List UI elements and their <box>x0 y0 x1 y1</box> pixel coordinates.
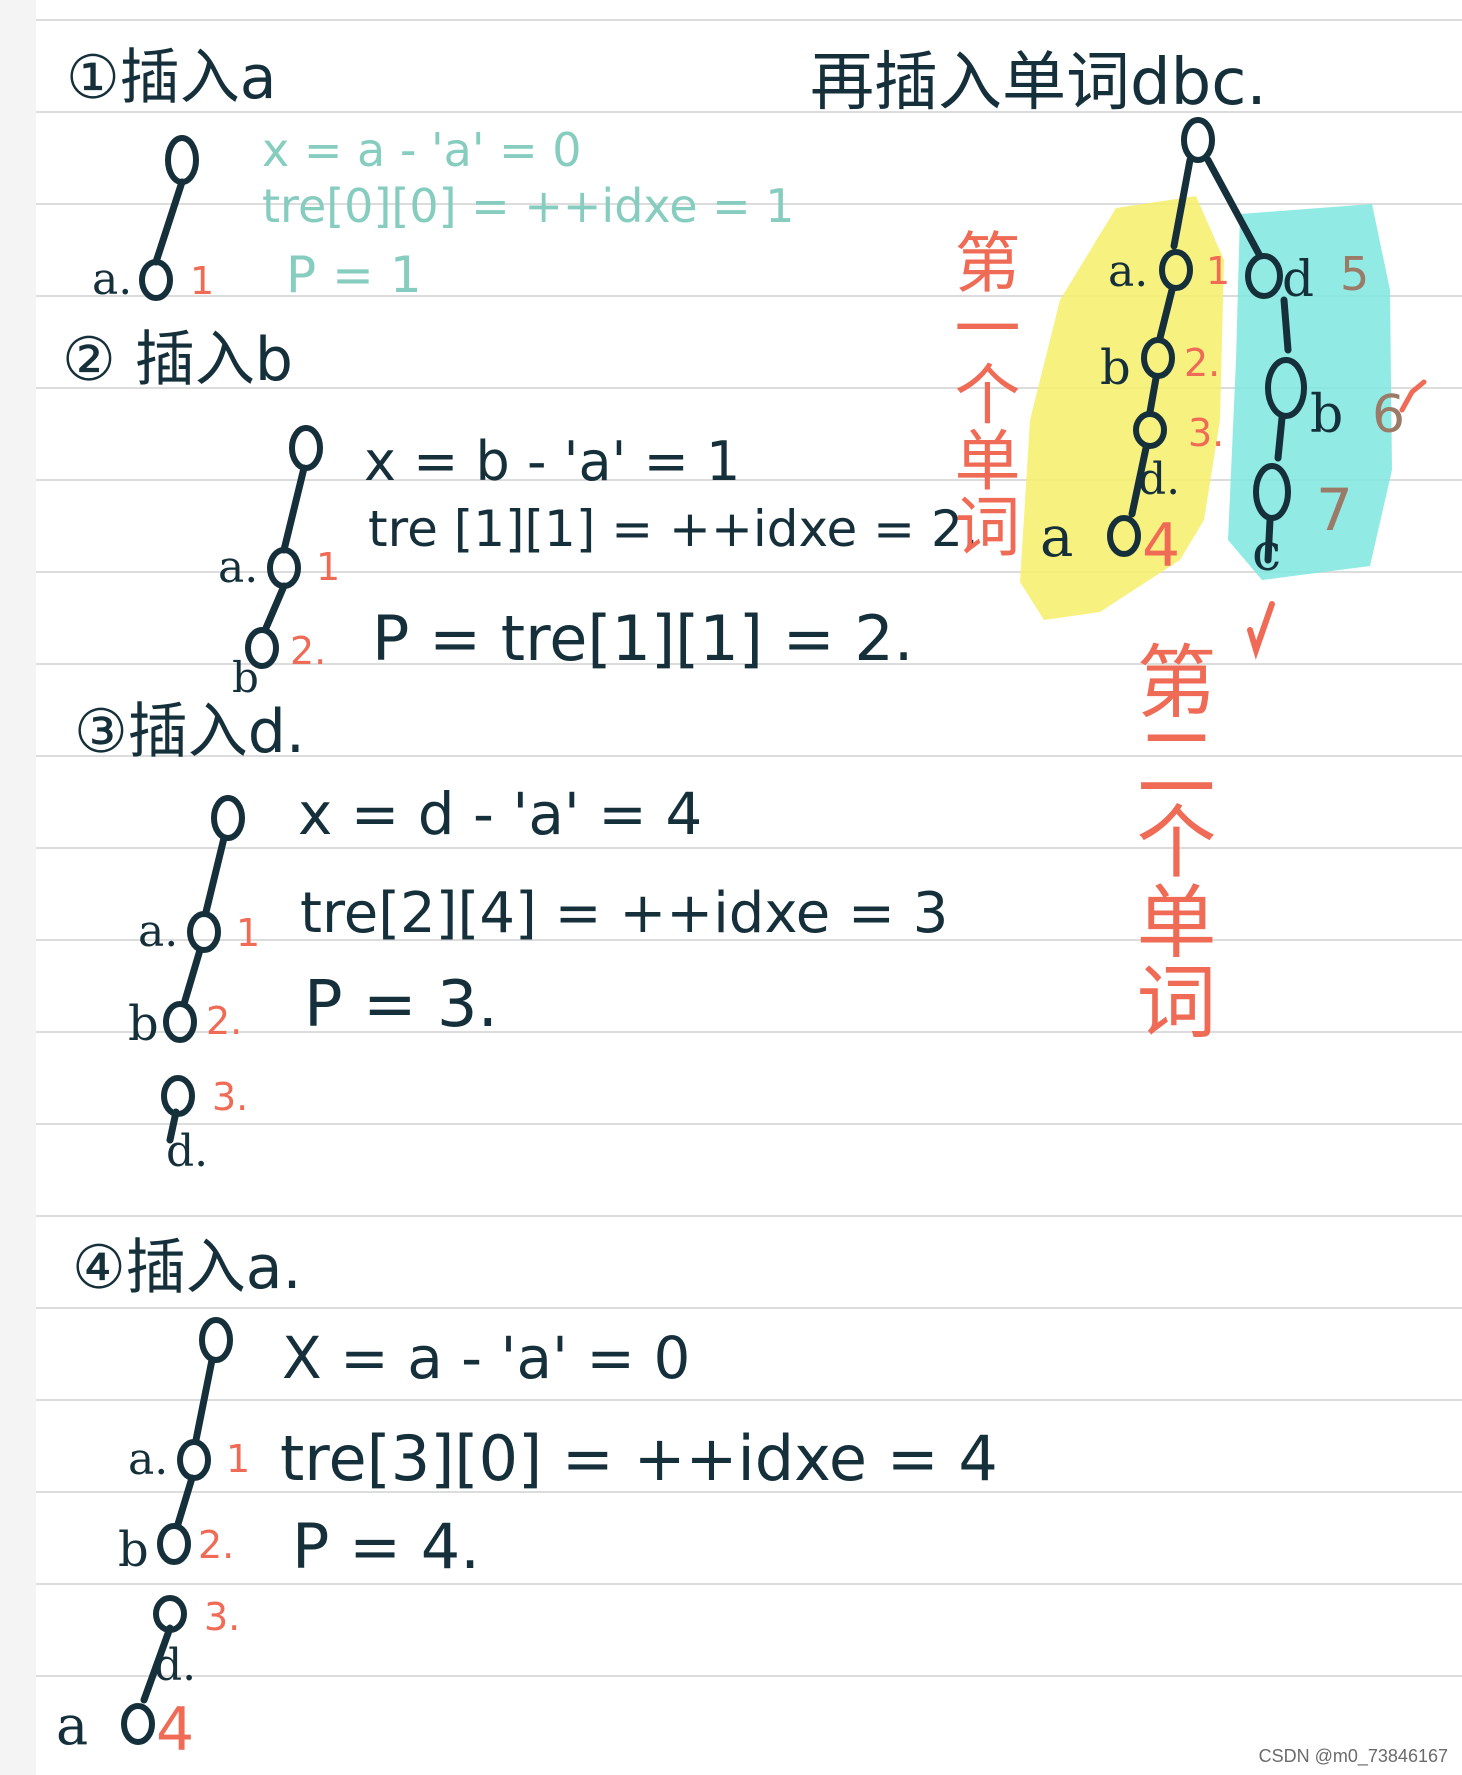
step-4-title: ④插入a. <box>72 1233 302 1303</box>
node-index: 1 <box>190 259 214 303</box>
trie-node <box>187 911 221 953</box>
node-index: 1 <box>236 911 260 955</box>
node-label: a. <box>1108 246 1148 297</box>
node-index: 6 <box>1372 385 1405 445</box>
step-4-line-2: tre[3][0] = ++idxe = 4 <box>280 1422 998 1495</box>
step-4: ④插入a. a. 1 b 2. d. 3. a 4 X = a - 'a' = … <box>56 1233 998 1765</box>
step-4-line-1: X = a - 'a' = 0 <box>282 1324 690 1392</box>
node-label: b <box>1310 385 1343 445</box>
node-index: 3. <box>212 1075 248 1119</box>
step-4-line-3: P = 4. <box>292 1510 480 1583</box>
first-word-caption: 第一个单词 <box>944 228 1021 558</box>
node-label: b <box>1100 340 1131 396</box>
second-word-diagram: 再插入单词dbc. a. 1 b 2. d. 3. a 4 d 5 b <box>810 46 1427 1040</box>
step-3-title: ③插入d. <box>74 697 305 767</box>
node-index: 2. <box>1184 341 1220 385</box>
trie-node <box>153 1595 187 1633</box>
step-2-title: ② 插入b <box>62 325 293 395</box>
trie-node <box>139 259 173 301</box>
step-1: ①插入a a. 1 x = a - 'a' = 0 tre[0][0] = ++… <box>66 43 795 305</box>
node-index: 3. <box>1188 411 1224 455</box>
step-1-line-1: x = a - 'a' = 0 <box>262 123 582 177</box>
node-index: 3. <box>204 1595 240 1639</box>
node-index: 7 <box>1316 476 1353 544</box>
step-1-line-3: P = 1 <box>286 246 422 304</box>
node-label: a. <box>218 542 258 593</box>
step-2: ② 插入b a. 1 b 2. x = b - 'a' = 1 tre [1][… <box>62 325 979 702</box>
step-1-line-2: tre[0][0] = ++idxe = 1 <box>262 179 795 233</box>
node-label: b <box>128 996 159 1052</box>
trie-node <box>161 1075 195 1117</box>
trie-node-root <box>1181 117 1215 163</box>
second-word-caption: 第二个单词 <box>1124 640 1217 1040</box>
watermark: CSDN @m0_73846167 <box>1259 1746 1448 1767</box>
trie-node <box>177 1439 211 1481</box>
trie-node-root <box>289 425 323 471</box>
trie-node-root <box>199 1317 233 1363</box>
node-label: d. <box>166 1126 208 1177</box>
trie-node <box>1107 515 1141 557</box>
trie-node <box>121 1703 155 1745</box>
step-1-title: ①插入a <box>66 43 277 113</box>
check-icon <box>1247 601 1275 660</box>
node-index: 5 <box>1340 247 1369 301</box>
node-label: a <box>1040 505 1073 570</box>
node-label: c <box>1252 523 1281 583</box>
trie-node <box>1265 357 1307 419</box>
step-3-line-3: P = 3. <box>304 968 498 1042</box>
node-index: 4 <box>1142 511 1180 581</box>
node-label: a. <box>128 1434 168 1485</box>
step-2-line-3: P = tre[1][1] = 2. <box>372 602 914 675</box>
node-label: b <box>118 1522 149 1578</box>
node-label: d <box>1282 250 1314 308</box>
right-title: 再插入单词dbc. <box>810 46 1267 120</box>
node-index: 2. <box>290 629 326 673</box>
left-margin <box>0 0 36 1775</box>
ruled-lines <box>36 19 1462 1677</box>
trie-node <box>1245 253 1283 299</box>
node-label: a. <box>138 906 178 957</box>
step-3-line-1: x = d - 'a' = 4 <box>298 780 702 848</box>
node-label: b <box>232 653 259 702</box>
trie-node <box>1141 337 1175 379</box>
node-index: 4 <box>156 1695 194 1765</box>
node-label: a. <box>92 254 132 305</box>
node-label: d. <box>154 1640 196 1691</box>
node-index: 1 <box>1206 249 1230 293</box>
trie-node <box>1133 411 1167 449</box>
step-3: ③插入d. a. 1 b 2. d. 3. x = d - 'a' = 4 tr… <box>74 697 948 1177</box>
trie-node-root <box>211 795 245 841</box>
trie-node-root <box>165 135 199 185</box>
trie-node <box>245 627 279 669</box>
trie-node <box>1159 249 1193 291</box>
trie-node <box>157 1523 191 1565</box>
node-index: 1 <box>316 545 340 589</box>
trie-node <box>1253 463 1291 521</box>
step-3-line-2: tre[2][4] = ++idxe = 3 <box>300 881 948 946</box>
step-2-line-1: x = b - 'a' = 1 <box>364 430 740 493</box>
check-icon <box>1399 379 1427 413</box>
node-label: a <box>56 1694 88 1757</box>
trie-node <box>163 1001 197 1043</box>
step-2-line-2: tre [1][1] = ++idxe = 2. <box>368 500 979 558</box>
node-index: 1 <box>226 1437 250 1481</box>
node-index: 2. <box>206 999 242 1043</box>
node-label: d. <box>1138 454 1180 505</box>
trie-node <box>267 547 301 589</box>
node-index: 2. <box>198 1523 234 1567</box>
highlight-first-word <box>1020 196 1224 620</box>
